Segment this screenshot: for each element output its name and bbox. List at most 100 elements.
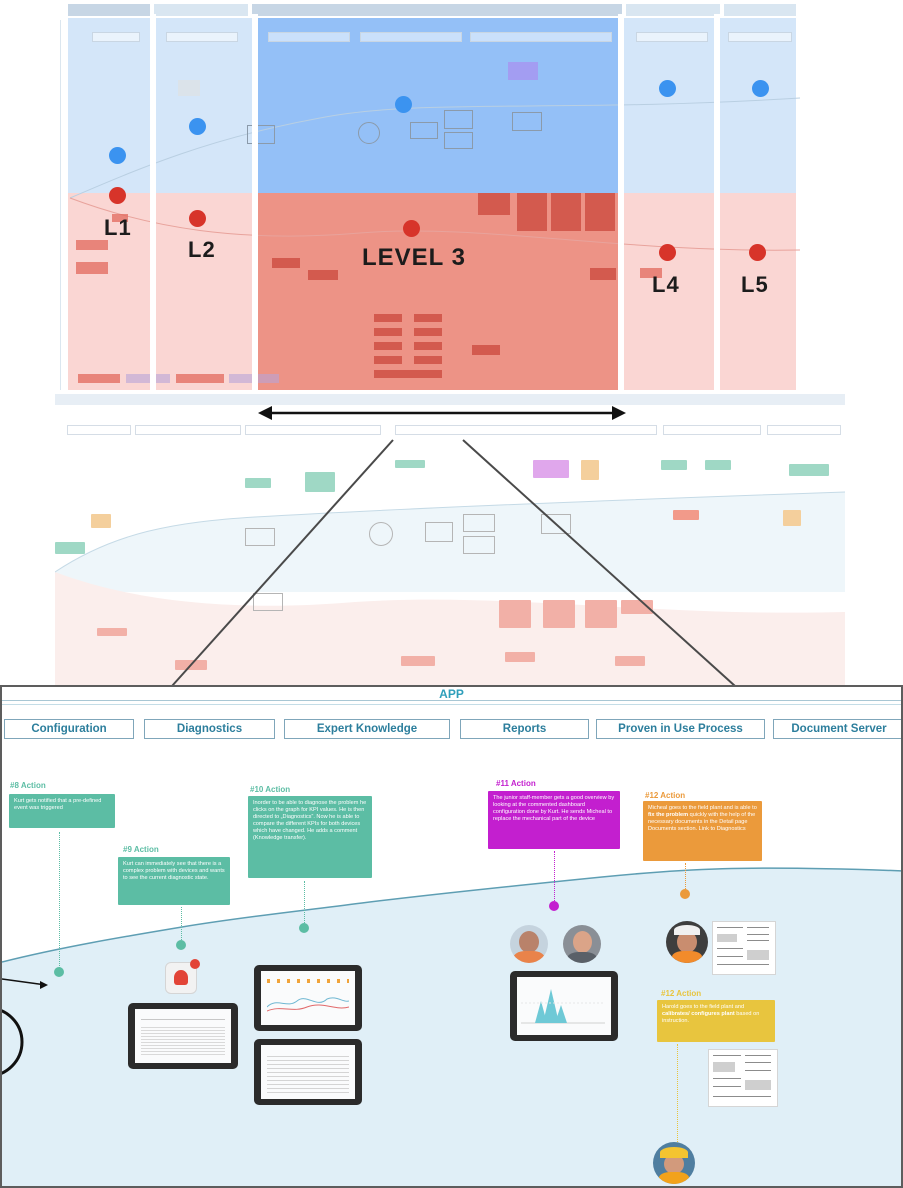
action-10-label: #10 Action bbox=[250, 785, 291, 794]
ghost-card-red bbox=[414, 314, 442, 322]
action-11-text: The junior staff-member gets a good over… bbox=[493, 795, 615, 822]
clock-24-icon bbox=[358, 122, 380, 144]
stage-reporting bbox=[626, 4, 720, 16]
ghost-card-red bbox=[176, 374, 224, 383]
marker-red-l4 bbox=[659, 244, 676, 261]
ghost-card-red bbox=[517, 193, 547, 231]
ghost-box bbox=[463, 536, 495, 554]
ghost-box bbox=[444, 132, 473, 149]
ghost-card-red bbox=[374, 314, 402, 322]
ghost-card-red bbox=[478, 193, 510, 215]
action-10-text: Inorder to be able to diagnose the probl… bbox=[253, 800, 367, 841]
level-label-l1: L1 bbox=[104, 215, 132, 240]
level-label-l2: L2 bbox=[188, 237, 216, 262]
ghost-box bbox=[245, 528, 275, 546]
stage-end bbox=[724, 4, 796, 16]
ghost-card-red bbox=[272, 258, 300, 268]
tab-configuration[interactable]: Configuration bbox=[4, 719, 134, 739]
ghost-card-red bbox=[76, 240, 108, 250]
tab-proven-in-use-process[interactable]: Proven in Use Process bbox=[596, 719, 765, 739]
bell-icon bbox=[174, 970, 188, 985]
ghost-box bbox=[425, 522, 453, 542]
action-8-text: Kurt gets notified that a pre-defined ev… bbox=[14, 798, 102, 811]
marker-blue-l3 bbox=[395, 96, 412, 113]
ghost-card-red bbox=[374, 370, 442, 378]
journey-map-bottom bbox=[55, 392, 845, 688]
ghost-card-red bbox=[472, 345, 500, 355]
action-12-card: Micheal goes to the field plant and is a… bbox=[643, 801, 762, 861]
ghost-card-red bbox=[374, 356, 402, 364]
ghost-box bbox=[253, 593, 283, 611]
action-11-label: #11 Action bbox=[496, 779, 536, 788]
ghost-pill bbox=[767, 425, 841, 435]
ghost-box bbox=[247, 125, 275, 144]
ghost-pill bbox=[67, 425, 131, 435]
action-12-point bbox=[680, 889, 690, 899]
column-divider bbox=[150, 14, 156, 394]
action-12b-card: Harold goes to the field plant and calib… bbox=[657, 1000, 775, 1042]
ghost-pill bbox=[395, 425, 657, 435]
ghost-card-purple bbox=[508, 62, 538, 80]
ghost-card-orange bbox=[783, 510, 801, 526]
tablet-screen bbox=[254, 1039, 362, 1105]
ghost-card-red bbox=[673, 510, 699, 520]
action-12b-text: Harold goes to the field plant and calib… bbox=[662, 1004, 760, 1024]
ghost-card-red bbox=[78, 374, 120, 383]
ghost-card-green bbox=[55, 542, 85, 554]
action-8-connector bbox=[59, 832, 60, 970]
ghost-card-red bbox=[414, 356, 442, 364]
level-label-l5: L5 bbox=[741, 272, 769, 297]
tab-expert-knowledge[interactable]: Expert Knowledge bbox=[284, 719, 450, 739]
stage-header-bar bbox=[55, 394, 845, 405]
action-12-label: #12 Action bbox=[645, 791, 686, 800]
column-divider bbox=[618, 14, 624, 394]
ghost-card-red bbox=[499, 600, 531, 628]
action-9-text: Kurt can immediately see that there is a… bbox=[123, 861, 225, 881]
marker-blue-l4 bbox=[659, 80, 676, 97]
action-12b-label: #12 Action bbox=[661, 989, 702, 998]
tab-document-server[interactable]: Document Server bbox=[773, 719, 901, 739]
ghost-box bbox=[444, 110, 473, 129]
zoom-panel: APP Configuration Diagnostics Expert Kno… bbox=[0, 685, 903, 1188]
app-notification-icon bbox=[165, 959, 200, 994]
ghost-pill bbox=[245, 425, 381, 435]
tab-reports[interactable]: Reports bbox=[460, 719, 589, 739]
ghost-card-purple bbox=[533, 460, 569, 478]
ghost-pill bbox=[728, 32, 792, 42]
ghost-card-red bbox=[414, 328, 442, 336]
action-9-connector bbox=[181, 907, 182, 942]
action-10-card: Inorder to be able to diagnose the probl… bbox=[248, 796, 372, 878]
zone-l1-red bbox=[68, 193, 150, 390]
ghost-pill bbox=[663, 425, 761, 435]
action-12-connector bbox=[685, 863, 686, 891]
action-8-label: #8 Action bbox=[10, 781, 46, 790]
marker-red-l3 bbox=[403, 220, 420, 237]
avatar bbox=[666, 921, 708, 963]
ghost-pill bbox=[135, 425, 241, 435]
ghost-box bbox=[541, 514, 571, 534]
ghost-pill bbox=[470, 32, 612, 42]
ghost-card-red bbox=[374, 342, 402, 350]
notification-badge bbox=[190, 959, 200, 969]
avatar bbox=[510, 925, 548, 963]
ghost-screen bbox=[178, 80, 200, 96]
zone-l4-blue bbox=[624, 18, 714, 193]
tab-diagnostics[interactable]: Diagnostics bbox=[144, 719, 275, 739]
ghost-pill bbox=[360, 32, 462, 42]
ghost-pill bbox=[92, 32, 140, 42]
ghost-card-red bbox=[585, 193, 615, 231]
action-11-connector bbox=[554, 851, 555, 903]
avatar bbox=[563, 925, 601, 963]
ghost-box bbox=[410, 122, 438, 139]
lane-guide bbox=[60, 20, 61, 390]
marker-red-l1 bbox=[109, 187, 126, 204]
ghost-pill bbox=[166, 32, 238, 42]
ghost-card-green bbox=[245, 478, 271, 488]
ghost-card-purple bbox=[126, 374, 170, 383]
ghost-card-red bbox=[590, 268, 616, 280]
ghost-card-red bbox=[112, 214, 128, 222]
ghost-card-red bbox=[76, 262, 108, 274]
ghost-card-red bbox=[543, 600, 575, 628]
action-10-point bbox=[299, 923, 309, 933]
